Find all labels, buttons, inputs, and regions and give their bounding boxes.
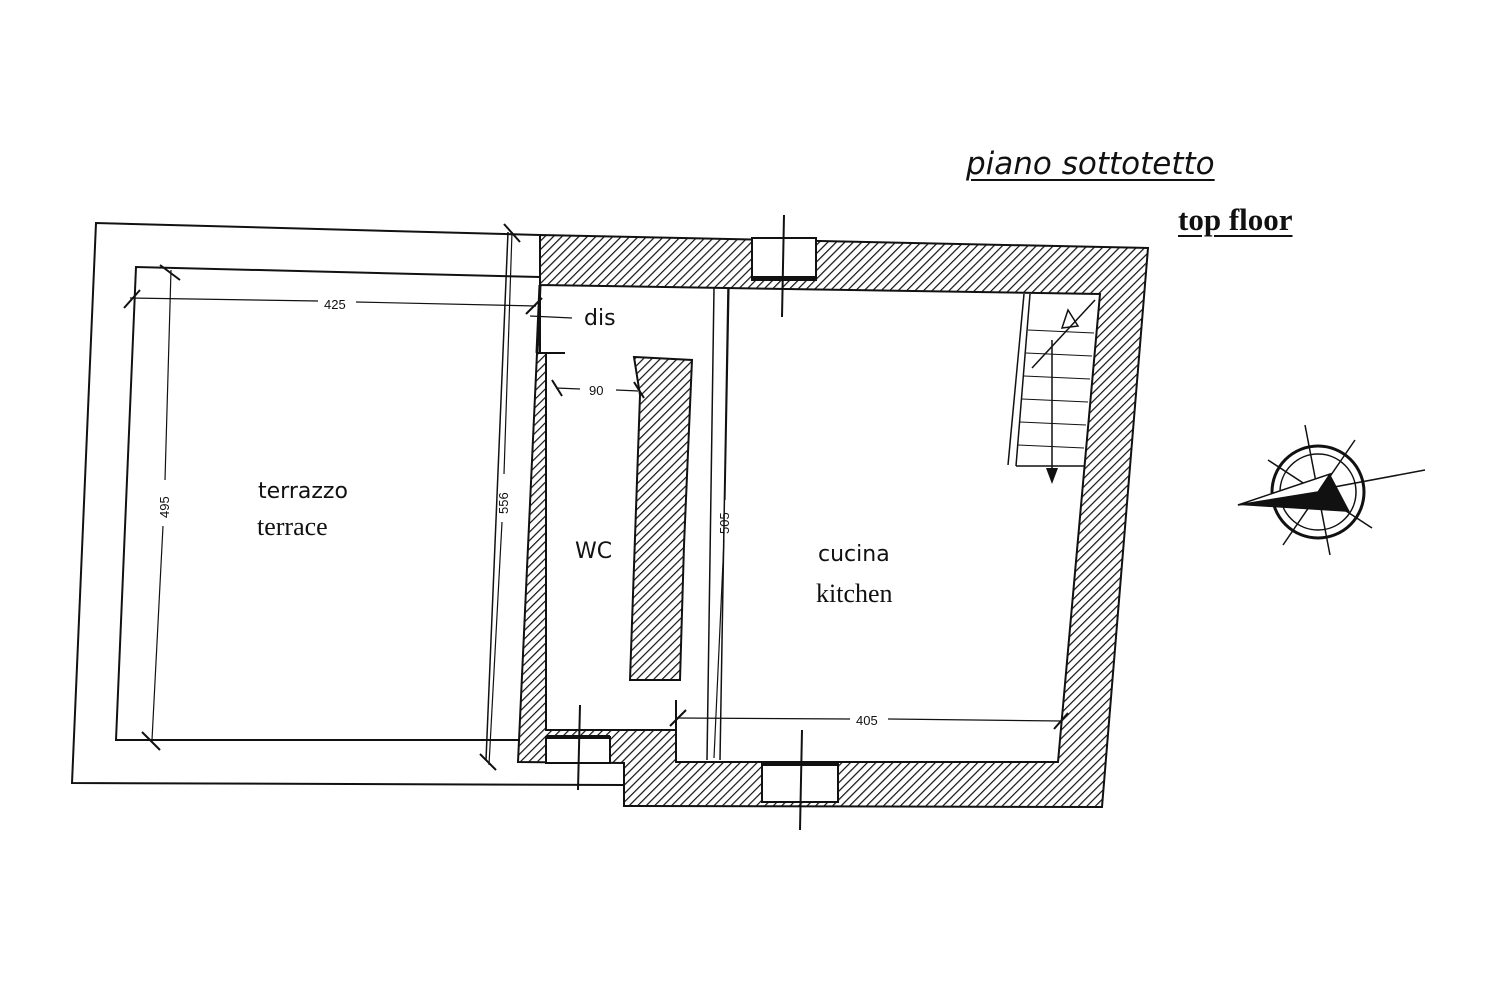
room-label-terrazzo: terrazzo: [258, 479, 348, 504]
dimension-kitchen-depth: 505: [717, 512, 732, 534]
dimension-kitchen-width: 405: [856, 713, 878, 728]
dimension-terrace-width: 425: [324, 297, 346, 312]
room-label-cucina: cucina: [818, 542, 890, 567]
room-label-dis: dis: [584, 306, 616, 331]
plan-title-english: top floor: [1178, 202, 1293, 237]
dimension-wc-width: 90: [589, 383, 603, 398]
room-label-terrace: terrace: [257, 512, 328, 541]
staircase: [1007, 293, 1096, 484]
room-label-kitchen: kitchen: [816, 579, 893, 608]
dimension-terrace-depth: 495: [157, 496, 172, 518]
dimension-overall-depth: 556: [496, 492, 511, 514]
dimension-lines: [123, 223, 1069, 771]
north-arrow-icon: [1237, 424, 1426, 556]
windows: [545, 214, 839, 831]
terrace-outline: [70, 221, 626, 786]
room-label-wc: WC: [575, 539, 612, 564]
plan-title-italian: piano sottotetto: [966, 146, 1215, 182]
